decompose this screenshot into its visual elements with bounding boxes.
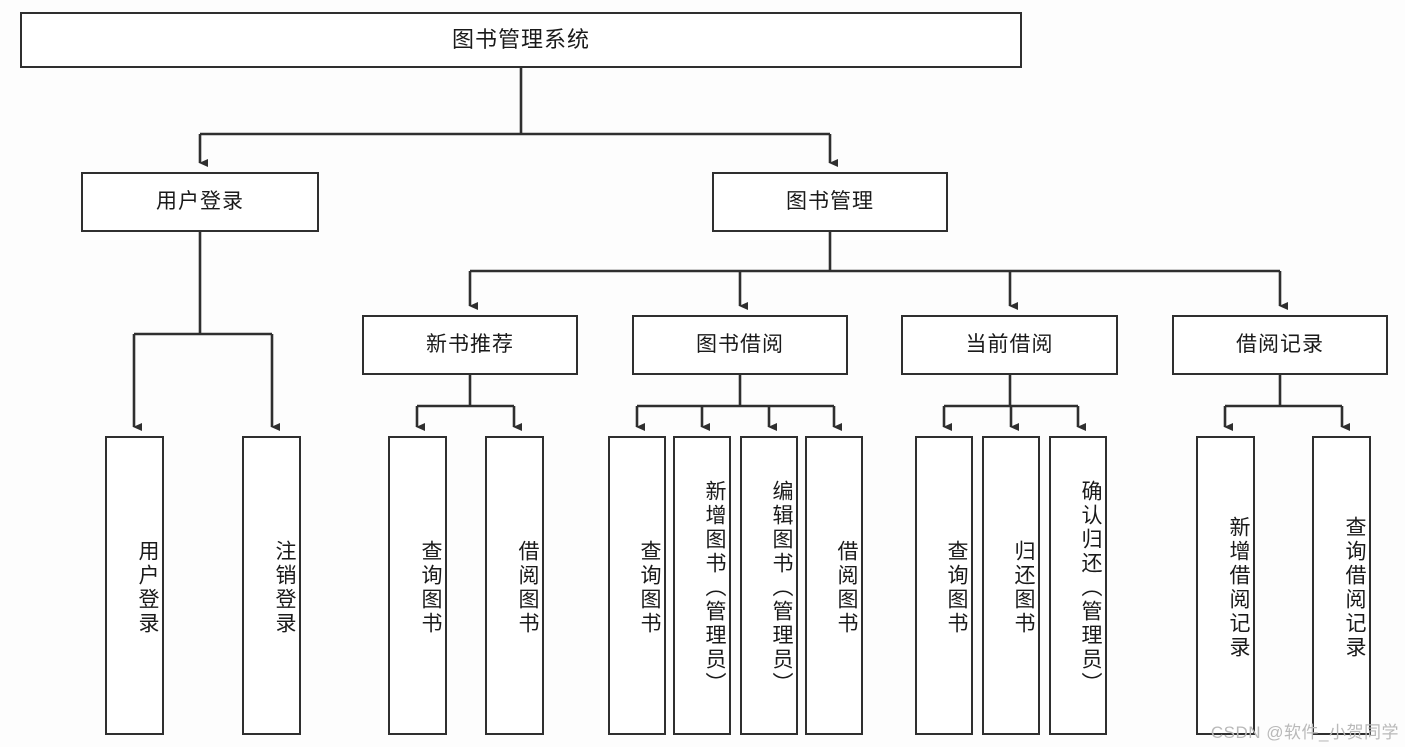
leaf-user-login-login[interactable]: 用户登录	[105, 436, 164, 735]
node-current-borrow[interactable]: 当前借阅	[901, 315, 1118, 375]
node-label: 确认归还（管理员）	[1079, 479, 1102, 696]
node-label: 查询借阅记录	[1343, 515, 1366, 660]
watermark-csdn: CSDN @软件_小贺同学	[1210, 723, 1399, 742]
node-label: 新书推荐	[426, 333, 514, 357]
node-book-borrow[interactable]: 图书借阅	[632, 315, 848, 375]
node-label: 借阅图书	[835, 539, 858, 636]
node-label: 当前借阅	[965, 333, 1054, 357]
leaf-current-borrow-query-book[interactable]: 查询图书	[915, 436, 973, 735]
node-label: 借阅图书	[516, 539, 539, 636]
leaf-book-borrow-query-book[interactable]: 查询图书	[608, 436, 666, 735]
node-label: 图书借阅	[696, 333, 784, 357]
node-user-login[interactable]: 用户登录	[81, 172, 319, 232]
node-label: 用户登录	[136, 539, 159, 636]
leaf-user-login-logout[interactable]: 注销登录	[242, 436, 301, 735]
node-label: 查询图书	[945, 539, 968, 636]
leaf-new-book-query-book[interactable]: 查询图书	[388, 436, 447, 735]
node-borrow-record[interactable]: 借阅记录	[1172, 315, 1388, 375]
node-label: 图书管理系统	[451, 26, 590, 52]
leaf-book-borrow-borrow-book[interactable]: 借阅图书	[805, 436, 863, 735]
leaf-book-borrow-add-book-admin[interactable]: 新增图书（管理员）	[673, 436, 731, 735]
node-label: 新增借阅记录	[1227, 515, 1250, 660]
leaf-new-book-borrow-book[interactable]: 借阅图书	[485, 436, 544, 735]
node-book-management[interactable]: 图书管理	[712, 172, 948, 232]
node-label: 编辑图书（管理员）	[770, 479, 793, 696]
node-label: 图书管理	[786, 190, 874, 214]
node-label: 借阅记录	[1236, 333, 1324, 357]
node-label: 用户登录	[156, 190, 244, 214]
node-label: 查询图书	[419, 539, 442, 636]
leaf-book-borrow-edit-book-admin[interactable]: 编辑图书（管理员）	[740, 436, 798, 735]
node-label: 查询图书	[638, 539, 661, 636]
node-label: 归还图书	[1012, 539, 1035, 636]
node-root-book-management-system[interactable]: 图书管理系统	[20, 12, 1022, 68]
leaf-current-borrow-confirm-return-admin[interactable]: 确认归还（管理员）	[1049, 436, 1107, 735]
leaf-current-borrow-return-book[interactable]: 归还图书	[982, 436, 1040, 735]
leaf-borrow-record-query-record[interactable]: 查询借阅记录	[1312, 436, 1371, 735]
node-label: 注销登录	[273, 539, 296, 636]
leaf-borrow-record-add-record[interactable]: 新增借阅记录	[1196, 436, 1255, 735]
node-new-book-recommend[interactable]: 新书推荐	[362, 315, 578, 375]
node-label: 新增图书（管理员）	[703, 479, 726, 696]
